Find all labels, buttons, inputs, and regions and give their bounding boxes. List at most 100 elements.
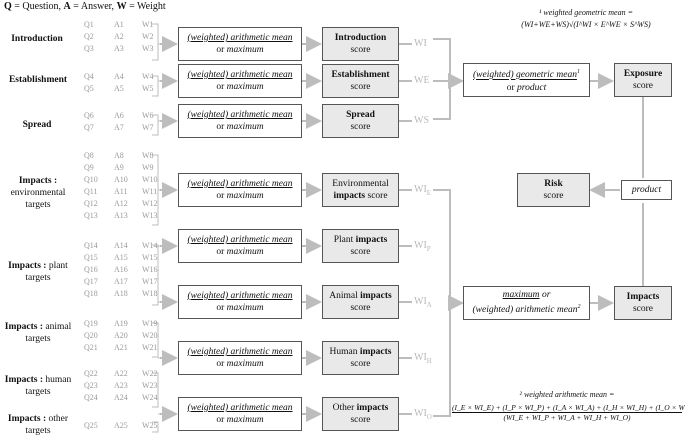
answer-label: A6 xyxy=(114,111,124,120)
weight-label: W15 xyxy=(142,253,158,262)
question-label: Q15 xyxy=(84,253,98,262)
weight-label: W3 xyxy=(142,44,154,53)
weight-plant: WIP xyxy=(414,240,431,253)
question-brace xyxy=(152,154,160,226)
weight-spread: WS xyxy=(414,115,429,128)
qa-row: Q10 A10 W10 xyxy=(84,174,174,186)
weight-text: WS xyxy=(414,115,429,126)
impacts-aggregation-box: maximum or (weighted) arithmetic mean2 xyxy=(463,286,590,320)
weight-label: W1 xyxy=(142,20,154,29)
weight-label: W9 xyxy=(142,163,154,172)
weight-label: W22 xyxy=(142,369,158,378)
answer-label: A18 xyxy=(114,289,128,298)
weight-label: W8 xyxy=(142,151,154,160)
weight-introduction: WI xyxy=(414,38,427,51)
weight-label: W13 xyxy=(142,211,158,220)
question-brace xyxy=(152,301,160,358)
weight-label: W19 xyxy=(142,319,158,328)
question-label: Q3 xyxy=(84,44,94,53)
category-impacts-animal: Impacts : animal targets xyxy=(4,322,72,344)
question-label: Q18 xyxy=(84,289,98,298)
weight-label: W6 xyxy=(142,111,154,120)
answer-label: A24 xyxy=(114,393,128,402)
answer-label: A20 xyxy=(114,331,128,340)
question-label: Q22 xyxy=(84,369,98,378)
weight-label: W12 xyxy=(142,199,158,208)
weight-label: W18 xyxy=(142,289,158,298)
note-geometric-mean: ¹ weighted geometric mean = (WI+WE+WS)√(… xyxy=(521,8,651,29)
weight-subscript: E xyxy=(426,189,432,197)
question-label: Q2 xyxy=(84,32,94,41)
category-impacts-environmental: Impacts :environmental targets xyxy=(10,176,66,210)
question-brace xyxy=(152,357,160,408)
weight-establishment: WE xyxy=(414,75,430,88)
weight-text: WI xyxy=(414,296,427,307)
category-establishment: Establishment xyxy=(8,75,68,85)
answer-label: A10 xyxy=(114,175,128,184)
weight-label: W16 xyxy=(142,265,158,274)
answer-label: A2 xyxy=(114,32,124,41)
question-label: Q14 xyxy=(84,241,98,250)
weight-text: WI xyxy=(414,184,427,195)
question-label: Q17 xyxy=(84,277,98,286)
answer-label: A4 xyxy=(114,72,124,81)
question-brace xyxy=(152,75,160,97)
question-label: Q12 xyxy=(84,199,98,208)
question-label: Q25 xyxy=(84,421,98,430)
question-label: Q24 xyxy=(84,393,98,402)
weight-subscript: A xyxy=(426,301,432,309)
note-arithmetic-mean: ² weighted arithmetic mean = (I_E × WI_E… xyxy=(452,390,685,422)
weight-subscript: P xyxy=(426,245,431,253)
answer-label: A8 xyxy=(114,151,124,160)
answer-label: A23 xyxy=(114,381,128,390)
weight-label: W23 xyxy=(142,381,158,390)
weight-label: W5 xyxy=(142,84,154,93)
question-label: Q13 xyxy=(84,211,98,220)
question-label: Q5 xyxy=(84,84,94,93)
question-label: Q19 xyxy=(84,319,98,328)
question-label: Q10 xyxy=(84,175,98,184)
weight-label: W10 xyxy=(142,175,158,184)
weight-label: W21 xyxy=(142,343,158,352)
weight-label: W11 xyxy=(142,187,158,196)
answer-label: A14 xyxy=(114,241,128,250)
answer-label: A17 xyxy=(114,277,128,286)
question-label: Q9 xyxy=(84,163,94,172)
category-spread: Spread xyxy=(22,120,52,130)
weight-label: W4 xyxy=(142,72,154,81)
question-label: Q8 xyxy=(84,151,94,160)
question-brace xyxy=(152,413,160,433)
answer-label: A11 xyxy=(114,187,128,196)
